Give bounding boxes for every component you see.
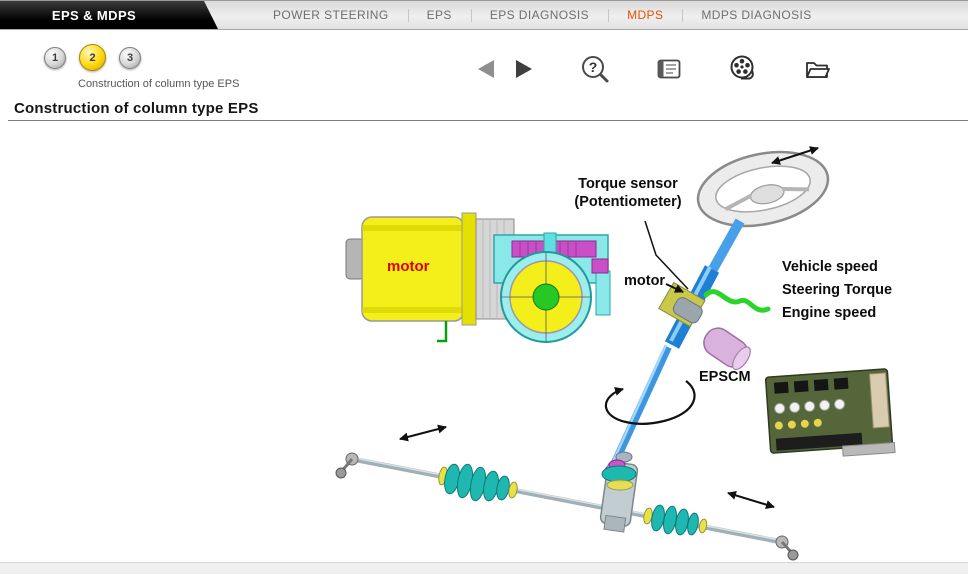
signal-wire [703, 289, 771, 313]
media-button[interactable] [728, 54, 758, 84]
folder-icon [806, 62, 830, 78]
svg-text:?: ? [589, 59, 598, 75]
next-arrow-icon [516, 60, 532, 78]
notes-button[interactable] [654, 54, 684, 84]
left-boot [438, 463, 518, 502]
motor-label-arrow [665, 283, 684, 293]
ground-wire [437, 321, 448, 343]
nav-eps[interactable]: EPS [407, 1, 471, 29]
nav-eps-diagnosis[interactable]: EPS DIAGNOSIS [470, 1, 608, 29]
title-divider [8, 120, 968, 121]
motor-red-label: motor [387, 258, 430, 275]
title-area: Construction of column type EPS [0, 96, 968, 121]
top-navigation-bar: EPS & MDPS POWER STEERING EPS EPS DIAGNO… [0, 0, 968, 30]
help-button[interactable]: ? [580, 54, 610, 84]
main-menu: POWER STEERING EPS EPS DIAGNOSIS MDPS MD… [218, 1, 968, 29]
epscm-label: EPSCM [699, 369, 751, 385]
nav-mdps-diagnosis[interactable]: MDPS DIAGNOSIS [682, 1, 830, 29]
help-magnifier-icon: ? [582, 56, 609, 83]
torque-sensor-label-line2: (Potentiometer) [574, 194, 682, 210]
torque-sensor-pointer-line [644, 220, 689, 290]
torque-sensor-label: Torque sensor (Potentiometer) [556, 175, 700, 211]
vehicle-speed-label: Vehicle speed [782, 259, 878, 275]
step-caption: Construction of column type EPS [78, 78, 240, 90]
nav-power-steering[interactable]: POWER STEERING [273, 8, 389, 22]
torque-sensor-label-line1: Torque sensor [578, 176, 678, 192]
input-signals-label: Vehicle speed Steering Torque Engine spe… [782, 256, 892, 325]
toolbar-icons: ? [474, 54, 832, 84]
tab-eps-mdps[interactable]: EPS & MDPS [0, 1, 218, 29]
motor-assembly-illustration: motor [345, 212, 611, 343]
rack-travel-arrow-left [399, 424, 447, 442]
toolbar: 1 2 3 Construction of column type EPS ? [0, 30, 968, 96]
steering-torque-label: Steering Torque [782, 282, 893, 298]
lesson-content: motor [0, 121, 968, 562]
motor-label: motor [624, 273, 666, 289]
brand-label: EPS & MDPS [51, 7, 137, 23]
step-button-2[interactable]: 2 [79, 44, 106, 71]
epscm-cylinder [703, 327, 751, 371]
engine-speed-label: Engine speed [782, 305, 877, 321]
nav-mdps[interactable]: MDPS [608, 1, 682, 29]
diagram-column-type-eps: motor [335, 146, 896, 561]
wheel-turn-arrow [771, 146, 819, 165]
steering-wheel-illustration [696, 150, 830, 228]
page-stepper: 1 2 3 Construction of column type EPS [44, 44, 239, 90]
contents-button[interactable] [802, 54, 832, 84]
prev-arrow-icon [478, 60, 494, 78]
assist-motor-small [672, 297, 703, 324]
step-button-3[interactable]: 3 [119, 46, 141, 69]
step-button-1[interactable]: 1 [44, 46, 66, 69]
window-bottom-strip [0, 562, 968, 574]
column-rotation-arrow [604, 380, 696, 425]
next-button[interactable] [512, 57, 536, 81]
right-boot [643, 504, 708, 536]
rack-travel-arrow-right [727, 491, 775, 509]
notepad-icon [657, 59, 681, 79]
ecu-board-illustration [764, 368, 896, 457]
rack-and-pinion-illustration [335, 452, 799, 561]
film-reel-icon [730, 55, 754, 80]
prev-button[interactable] [474, 57, 498, 81]
page-title: Construction of column type EPS [14, 100, 259, 117]
